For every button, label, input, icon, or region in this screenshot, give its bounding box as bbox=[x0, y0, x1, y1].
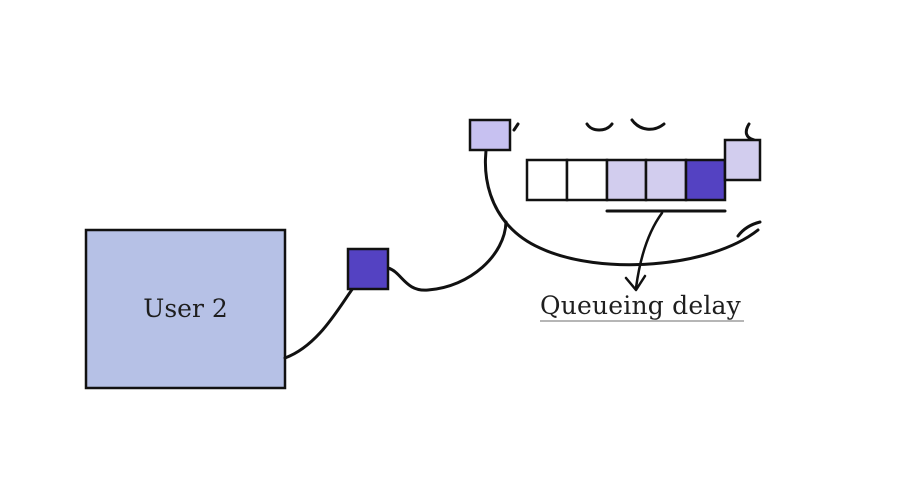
user-box bbox=[84, 228, 287, 390]
router-outline-body bbox=[484, 122, 760, 267]
queue-slot-light bbox=[605, 158, 648, 202]
link-packet-to-router bbox=[386, 220, 508, 292]
queue-slot-empty bbox=[565, 158, 609, 202]
router-outline bbox=[512, 122, 520, 132]
queue-slot-light bbox=[644, 158, 688, 202]
link-router-outgoing bbox=[736, 220, 762, 238]
user-label: User 2 bbox=[143, 294, 228, 323]
packet-in-transit bbox=[346, 247, 390, 291]
router-mark-left bbox=[585, 122, 614, 132]
queue-slot-empty bbox=[525, 158, 569, 202]
queue-delay-arrow bbox=[634, 211, 664, 290]
link-user-to-packet bbox=[283, 282, 358, 360]
packet-arriving bbox=[468, 118, 512, 152]
queue-slot-dark bbox=[684, 158, 727, 202]
packet-departing bbox=[723, 138, 762, 182]
arrow-head-icon bbox=[624, 274, 647, 292]
router-outline-right bbox=[744, 122, 756, 142]
queue-buffer bbox=[525, 158, 727, 202]
router-mark-right bbox=[630, 118, 666, 131]
queueing-delay-label: Queueing delay bbox=[540, 291, 741, 320]
